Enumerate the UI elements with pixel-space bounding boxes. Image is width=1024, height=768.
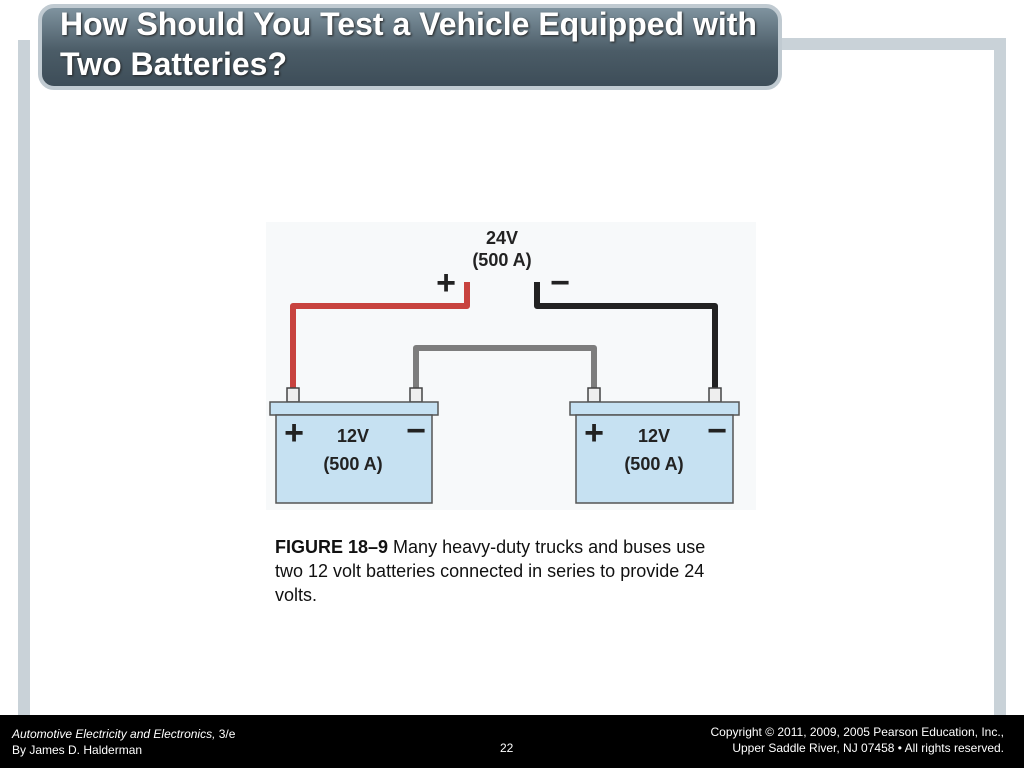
footer-copyright-line1: Copyright © 2011, 2009, 2005 Pearson Edu… — [710, 725, 1004, 739]
figure-description: Many heavy-duty trucks and buses use two… — [275, 537, 706, 605]
battery-left: + − 12V (500 A) — [269, 387, 439, 504]
footer-book-info: Automotive Electricity and Electronics, … — [12, 727, 235, 741]
battery-left-current: (500 A) — [323, 454, 382, 474]
figure-label: FIGURE 18–9 — [275, 537, 389, 557]
footer-bar: Automotive Electricity and Electronics, … — [0, 715, 1024, 768]
battery-left-positive-terminal — [286, 387, 300, 403]
battery-right-positive-terminal — [587, 387, 601, 403]
output-current-label: (500 A) — [472, 250, 531, 270]
battery-right-voltage: 12V — [638, 426, 670, 446]
output-minus-sign: − — [550, 264, 570, 302]
jumper-cable — [413, 345, 597, 390]
footer-author: By James D. Halderman — [12, 743, 143, 757]
battery-right-body — [575, 414, 734, 504]
frame-right-bar — [994, 40, 1006, 716]
battery-left-body — [275, 414, 433, 504]
positive-cable — [290, 282, 470, 390]
figure-caption: FIGURE 18–9 Many heavy-duty trucks and b… — [275, 535, 725, 607]
negative-cable — [534, 282, 718, 390]
output-voltage-label: 24V — [486, 228, 518, 248]
frame-top-bar — [740, 38, 1006, 50]
battery-right-current: (500 A) — [624, 454, 683, 474]
battery-left-voltage: 12V — [337, 426, 369, 446]
output-plus-sign: + — [436, 264, 456, 302]
footer-edition: 3/e — [215, 727, 236, 741]
title-banner — [38, 4, 782, 90]
frame-left-bar — [18, 40, 30, 716]
battery-left-plus-sign: + — [284, 414, 304, 452]
slide-title: How Should You Test a Vehicle Equipped w… — [60, 6, 757, 82]
footer-book-title: Automotive Electricity and Electronics, — [12, 727, 216, 741]
battery-right-negative-terminal — [708, 387, 722, 403]
battery-right-minus-sign: − — [707, 412, 727, 450]
footer-copyright-line2: Upper Saddle River, NJ 07458 • All right… — [732, 741, 1004, 755]
battery-series-diagram: 24V (500 A) + − + − 12V (500 A) + − 12V … — [266, 222, 756, 510]
battery-left-negative-terminal — [409, 387, 423, 403]
battery-left-minus-sign: − — [406, 412, 426, 450]
battery-right: + − 12V (500 A) — [569, 387, 740, 504]
footer-page-number: 22 — [500, 741, 514, 755]
battery-right-plus-sign: + — [584, 414, 604, 452]
